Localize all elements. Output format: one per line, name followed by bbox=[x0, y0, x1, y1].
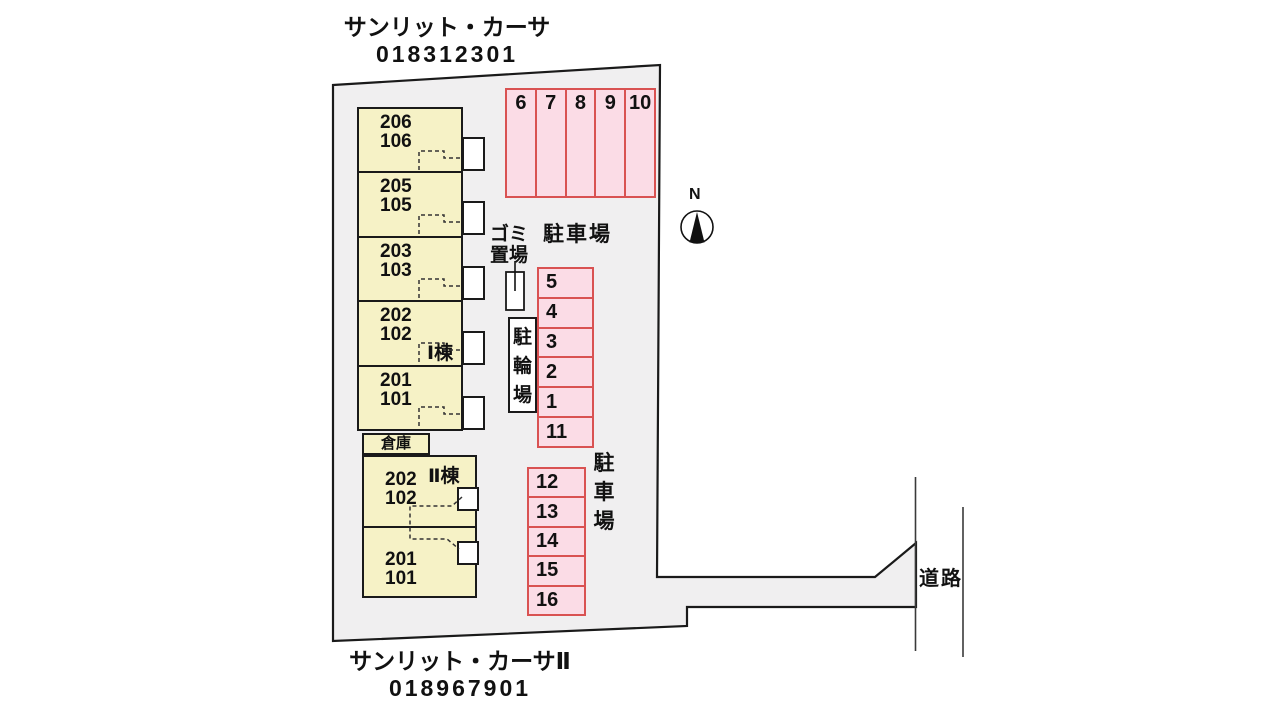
parking-stall: 1 bbox=[539, 386, 592, 416]
building-1-unit-row: 203 103 bbox=[359, 235, 461, 300]
parking-stall-number: 9 bbox=[604, 92, 616, 114]
unit-number-lower: 102 bbox=[385, 488, 417, 509]
parking-stall-number: 7 bbox=[545, 92, 557, 114]
parking-stall: 13 bbox=[529, 496, 584, 525]
parking-stall-number: 15 bbox=[536, 559, 559, 582]
compass-north-label: N bbox=[689, 186, 701, 203]
parking-stall-number: 16 bbox=[536, 588, 559, 611]
entrance-porch bbox=[462, 201, 485, 235]
entrance-porch bbox=[457, 487, 479, 511]
parking-stall-number: 8 bbox=[574, 92, 587, 114]
parking-stall: 16 bbox=[529, 584, 584, 614]
unit-numbers: 201 101 bbox=[385, 550, 475, 588]
unit-numbers: 205 105 bbox=[380, 177, 461, 215]
parking-stall: 4 bbox=[539, 296, 592, 327]
parking-stall-number: 5 bbox=[546, 271, 558, 294]
entrance-porch bbox=[462, 331, 485, 365]
parking-stall-number: 1 bbox=[546, 390, 558, 413]
unit-number-lower: 103 bbox=[380, 259, 412, 281]
compass-circle bbox=[680, 210, 714, 244]
unit-number-lower: 101 bbox=[385, 567, 417, 589]
parking-stall: 3 bbox=[539, 326, 592, 357]
parking-block-bottom: 12 13 14 15 16 bbox=[527, 467, 586, 616]
unit-numbers: 203 103 bbox=[380, 242, 461, 280]
unit-number-lower: 106 bbox=[380, 131, 412, 152]
property-name-top: サンリット・カーサ bbox=[343, 14, 551, 40]
unit-number-upper: 201 bbox=[385, 548, 417, 570]
parking-stall-number: 4 bbox=[546, 301, 558, 324]
property-name-bottom: サンリット・カーサⅡ bbox=[349, 648, 571, 674]
footer-title-block: サンリット・カーサⅡ 018967901 bbox=[310, 648, 610, 701]
unit-numbers: 202 102 bbox=[380, 306, 461, 344]
building-1-unit-row: 206 106 bbox=[359, 109, 461, 171]
building-1-unit-row: 205 105 bbox=[359, 171, 461, 235]
building-1-unit-row: 201 101 bbox=[359, 364, 461, 429]
parking-stall-number: 11 bbox=[546, 420, 568, 443]
parking-stall: 8 bbox=[564, 90, 595, 196]
parking-stall: 12 bbox=[529, 469, 584, 496]
parking-block-top: 6 7 8 9 10 bbox=[505, 88, 656, 198]
compass-north-arrow-icon bbox=[689, 212, 705, 243]
building-2-unit-row: 202 102 bbox=[364, 457, 475, 526]
parking-stall-number: 13 bbox=[536, 500, 559, 523]
entrance-porch bbox=[462, 266, 485, 300]
unit-number-upper: 201 bbox=[380, 369, 412, 391]
unit-numbers: 202 102 bbox=[385, 470, 475, 508]
property-code-top: 018312301 bbox=[375, 41, 519, 67]
unit-number-upper: 202 bbox=[385, 469, 417, 490]
garbage-station-box bbox=[505, 271, 525, 311]
building-1-unit-row: 202 102 bbox=[359, 300, 461, 364]
parking-label-bottom: 駐車場 bbox=[593, 452, 615, 533]
parking-stall: 9 bbox=[594, 90, 624, 196]
building-2-wing-label: Ⅱ棟 bbox=[428, 466, 460, 487]
building-1-wing-label: Ⅰ棟 bbox=[427, 343, 454, 364]
unit-number-upper: 202 bbox=[380, 305, 412, 327]
parking-block-middle: 5 4 3 2 1 11 bbox=[537, 267, 594, 448]
parking-stall-number: 10 bbox=[628, 92, 652, 114]
parking-stall: 2 bbox=[539, 356, 592, 386]
entrance-porch bbox=[462, 137, 485, 171]
parking-stall: 14 bbox=[529, 525, 584, 555]
road-label: 道路 bbox=[919, 568, 963, 590]
property-code-bottom: 018967901 bbox=[388, 675, 532, 701]
parking-stall: 10 bbox=[624, 90, 654, 196]
bicycle-parking-label: 駐輪場 bbox=[512, 327, 532, 406]
entrance-porch bbox=[462, 396, 485, 430]
parking-stall-number: 3 bbox=[546, 331, 558, 354]
bicycle-parking-box: 駐輪場 bbox=[508, 317, 537, 413]
header-title-block: サンリット・カーサ 018312301 bbox=[297, 14, 597, 67]
entrance-porch bbox=[457, 541, 479, 565]
warehouse-box: 倉庫 bbox=[362, 433, 430, 455]
unit-number-lower: 102 bbox=[380, 324, 412, 346]
unit-number-upper: 203 bbox=[380, 240, 412, 262]
parking-label-top: 駐車場 bbox=[543, 223, 612, 246]
warehouse-label: 倉庫 bbox=[380, 435, 411, 452]
unit-number-lower: 105 bbox=[380, 195, 412, 217]
garbage-area-label: ゴミ置場 bbox=[489, 224, 528, 266]
unit-number-upper: 205 bbox=[380, 176, 412, 198]
unit-number-upper: 206 bbox=[380, 112, 412, 133]
parking-stall: 11 bbox=[539, 416, 592, 446]
parking-stall: 7 bbox=[534, 90, 565, 196]
unit-numbers: 201 101 bbox=[380, 371, 461, 409]
parking-stall: 15 bbox=[529, 555, 584, 584]
parking-stall: 6 bbox=[507, 90, 535, 196]
unit-numbers: 206 106 bbox=[380, 113, 461, 151]
building-1: 206 106 205 105 203 103 202 102 201 bbox=[357, 107, 463, 431]
unit-number-lower: 101 bbox=[380, 388, 412, 410]
parking-stall: 5 bbox=[539, 269, 592, 297]
parking-stall-number: 14 bbox=[536, 530, 559, 553]
parking-stall-number: 2 bbox=[546, 360, 558, 383]
parking-stall-number: 6 bbox=[515, 92, 527, 114]
parking-stall-number: 12 bbox=[536, 471, 559, 494]
